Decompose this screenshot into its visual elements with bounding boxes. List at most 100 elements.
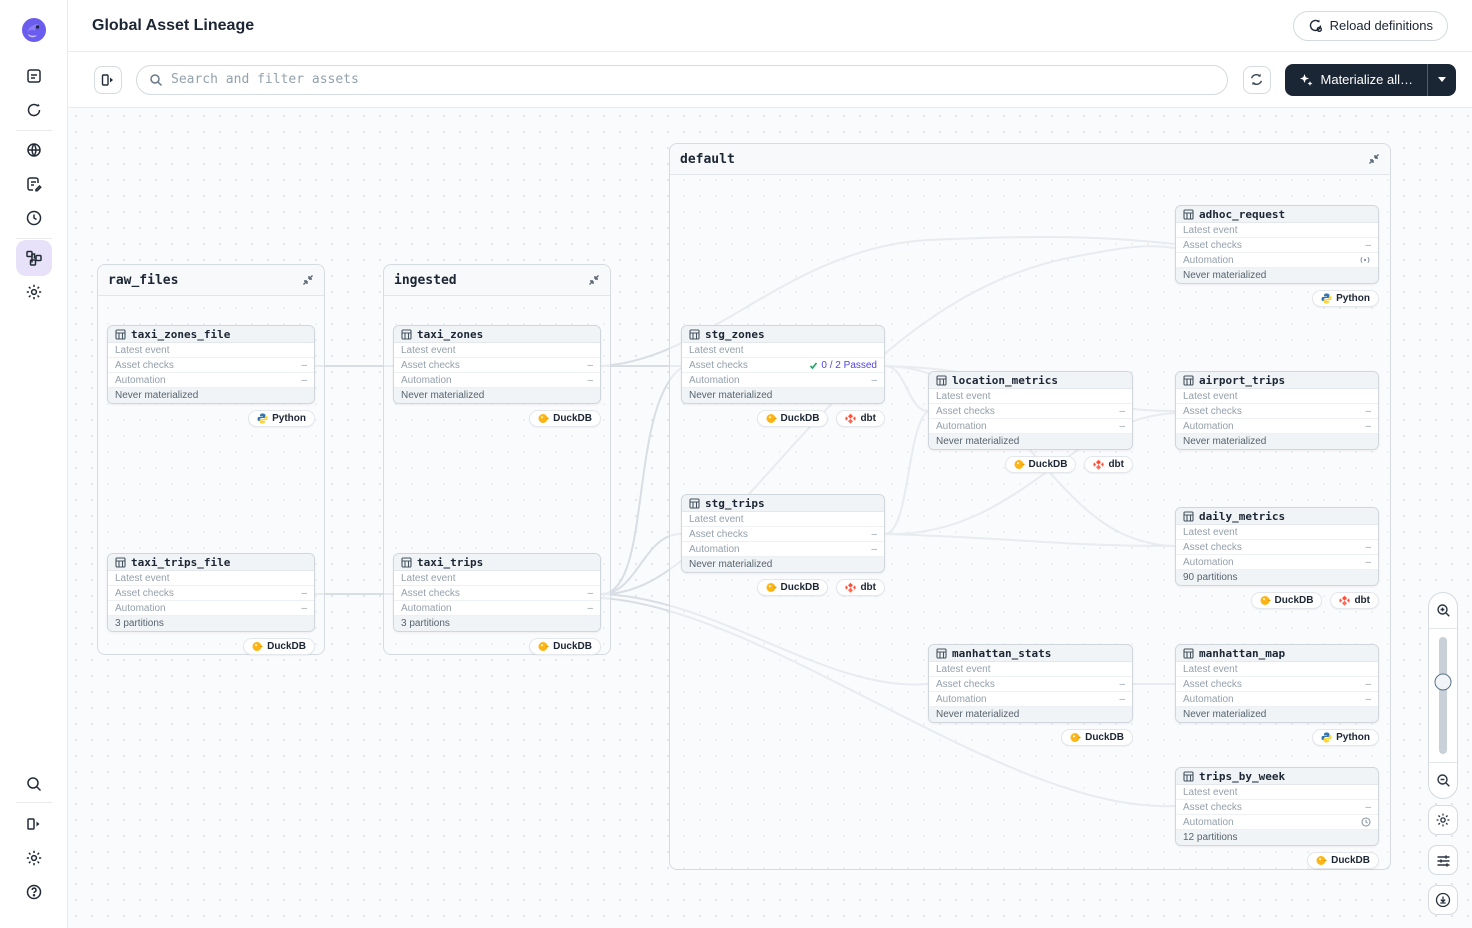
schedule-clock-icon[interactable] [1361, 817, 1371, 827]
asset-node-manhattan-map[interactable]: manhattan_map Latest event Asset checks–… [1175, 644, 1379, 723]
asset-search[interactable] [136, 64, 1228, 95]
zoom-slider[interactable] [1429, 629, 1457, 762]
compute-kind-badge[interactable]: Python [1312, 729, 1379, 746]
search-input[interactable] [171, 72, 1215, 87]
group-header[interactable]: ingested [384, 265, 610, 296]
asset-name: adhoc_request [1199, 207, 1286, 221]
row-label: Automation [689, 374, 740, 386]
sidebar-item-schedules[interactable] [16, 200, 52, 236]
badge-label: DuckDB [1028, 459, 1068, 470]
compute-kind-badge[interactable]: DuckDB [1250, 592, 1323, 609]
asset-node-manhattan-stats[interactable]: manhattan_stats Latest event Asset check… [928, 644, 1133, 723]
panel-expand-icon [27, 818, 40, 830]
badge-label: DuckDB [780, 413, 820, 424]
reload-icon [1309, 19, 1322, 33]
row-label: Automation [401, 602, 452, 614]
gear-icon [1436, 813, 1450, 827]
asset-name: taxi_zones_file [131, 327, 231, 341]
compute-kind-badge[interactable]: dbt [836, 410, 885, 427]
sidebar-item-deployment[interactable] [16, 132, 52, 168]
group-header[interactable]: default [670, 144, 1390, 175]
sidebar-help[interactable] [16, 874, 52, 910]
row-label: Latest event [1183, 663, 1238, 675]
asset-node-trips-by-week[interactable]: trips_by_week Latest event Asset checks–… [1175, 767, 1379, 846]
collapse-group-icon[interactable] [302, 274, 314, 286]
dagster-logo[interactable] [20, 16, 48, 44]
sensor-icon[interactable] [1359, 255, 1371, 265]
sidebar-divider [16, 802, 52, 803]
asset-node-adhoc-request[interactable]: adhoc_request Latest event Asset checks–… [1175, 205, 1379, 284]
compute-kind-badge[interactable]: DuckDB [1307, 852, 1379, 869]
badge-label: dbt [860, 582, 876, 593]
row-label: Automation [115, 602, 166, 614]
sidebar-item-settings[interactable] [16, 274, 52, 310]
zoom-out-button[interactable] [1429, 762, 1457, 798]
compute-kind-badge[interactable]: dbt [1084, 456, 1133, 473]
row-label: Asset checks [401, 587, 460, 599]
row-label: Automation [1183, 693, 1234, 705]
asset-node-daily-metrics[interactable]: daily_metrics Latest event Asset checks–… [1175, 507, 1379, 586]
sidebar-item-lineage[interactable] [16, 240, 52, 276]
refresh-button[interactable] [1242, 65, 1271, 94]
row-value: – [587, 359, 593, 371]
sidebar-expand-panel[interactable] [16, 806, 52, 842]
sidebar-item-search[interactable] [16, 766, 52, 802]
sidebar-item-jobs[interactable] [16, 166, 52, 202]
materialization-status: Never materialized [929, 707, 1132, 722]
compute-kind-badge[interactable]: DuckDB [1061, 729, 1133, 746]
compute-kind-badge[interactable]: dbt [1330, 592, 1379, 609]
badge-label: dbt [1108, 459, 1124, 470]
row-label: Automation [401, 374, 452, 386]
compute-kind-badge[interactable]: DuckDB [756, 579, 829, 596]
group-title: raw_files [108, 272, 179, 288]
compute-kind-badge[interactable]: DuckDB [756, 410, 829, 427]
compute-kind-badge[interactable]: DuckDB [529, 410, 601, 427]
gear-icon [26, 850, 42, 866]
compute-kind-badge[interactable]: Python [1312, 290, 1379, 307]
asset-checks-status[interactable]: 0 / 2 Passed [809, 360, 877, 371]
asset-node-taxi-zones[interactable]: taxi_zones Latest event Asset checks– Au… [393, 325, 601, 404]
collapse-group-icon[interactable] [1368, 153, 1380, 165]
sidebar-user-settings[interactable] [16, 840, 52, 876]
graph-filters-button[interactable] [1428, 845, 1458, 875]
reload-definitions-button[interactable]: Reload definitions [1292, 10, 1448, 41]
page-header: Global Asset Lineage Reload definitions [68, 0, 1472, 52]
group-header[interactable]: raw_files [98, 265, 324, 296]
python-icon [1321, 732, 1332, 743]
badge-label: DuckDB [553, 641, 592, 652]
download-view-button[interactable] [1428, 885, 1458, 915]
compute-kind-badge[interactable]: Python [248, 410, 315, 427]
zoom-in-button[interactable] [1429, 593, 1457, 629]
materialize-options-button[interactable] [1427, 63, 1456, 96]
compute-kind-badge[interactable]: dbt [836, 579, 885, 596]
zoom-slider-track[interactable] [1439, 637, 1447, 754]
sidebar-item-overview[interactable] [16, 58, 52, 94]
table-icon [1183, 647, 1194, 659]
row-label: Latest event [689, 344, 744, 356]
zoom-slider-thumb[interactable] [1434, 673, 1452, 691]
asset-node-taxi-trips-file[interactable]: taxi_trips_file Latest event Asset check… [107, 553, 315, 632]
materialize-all-button[interactable]: Materialize all… [1284, 63, 1427, 96]
duckdb-icon [1014, 460, 1025, 469]
lineage-canvas[interactable]: raw_files ingested default taxi_zones_fi… [68, 108, 1472, 928]
asset-node-taxi-zones-file[interactable]: taxi_zones_file Latest event Asset check… [107, 325, 315, 404]
asset-node-stg-trips[interactable]: stg_trips Latest event Asset checks– Aut… [681, 494, 885, 573]
row-value: – [871, 543, 877, 555]
graph-settings-button[interactable] [1428, 805, 1458, 835]
compute-kind-badge[interactable]: DuckDB [1004, 456, 1077, 473]
open-asset-panel-button[interactable] [94, 65, 122, 94]
sidebar-item-runs[interactable] [16, 92, 52, 128]
row-label: Asset checks [1183, 801, 1242, 813]
clock-icon [26, 210, 42, 226]
duckdb-icon [1070, 733, 1081, 742]
compute-kind-badge[interactable]: DuckDB [529, 638, 601, 655]
row-label: Automation [936, 693, 987, 705]
asset-node-location-metrics[interactable]: location_metrics Latest event Asset chec… [928, 371, 1133, 450]
asset-node-airport-trips[interactable]: airport_trips Latest event Asset checks–… [1175, 371, 1379, 450]
asset-node-stg-zones[interactable]: stg_zones Latest event Asset checks 0 / … [681, 325, 885, 404]
collapse-group-icon[interactable] [588, 274, 600, 286]
row-value: – [871, 374, 877, 386]
asset-node-taxi-trips[interactable]: taxi_trips Latest event Asset checks– Au… [393, 553, 601, 632]
dbt-icon [1093, 459, 1105, 470]
compute-kind-badge[interactable]: DuckDB [243, 638, 315, 655]
